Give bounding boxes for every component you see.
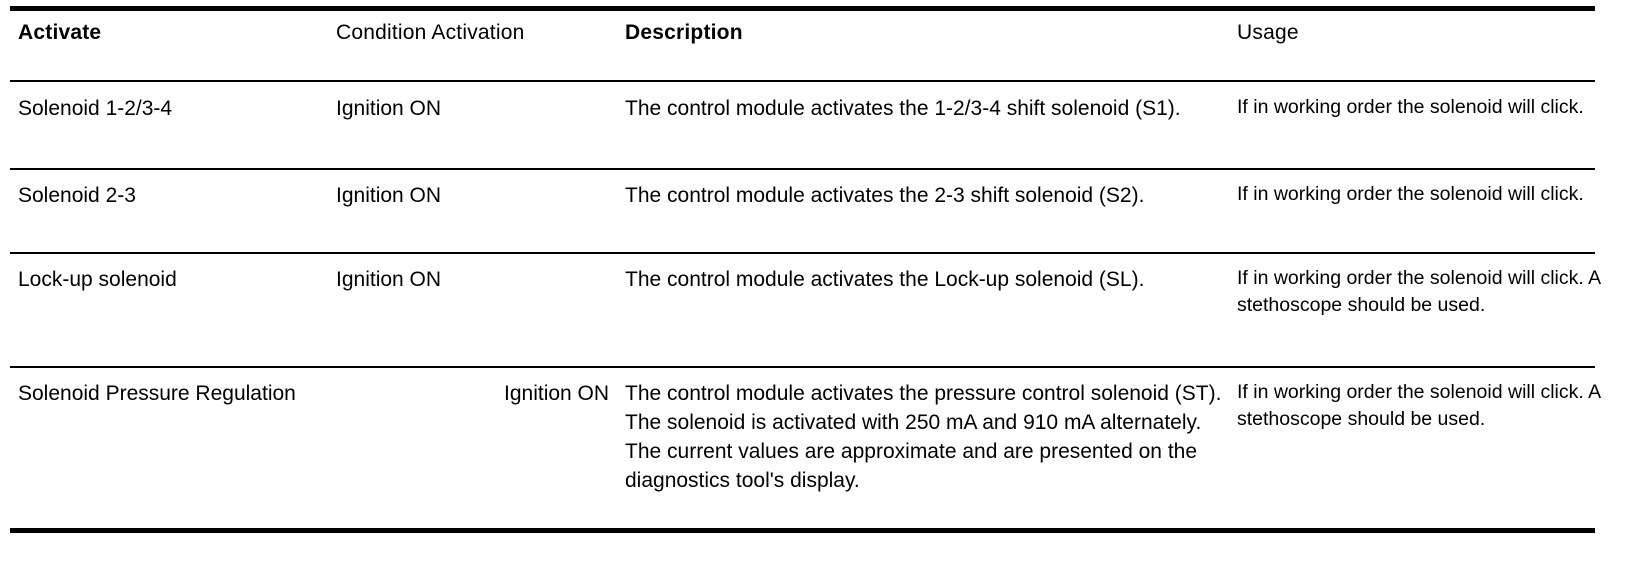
cell-activate: Solenoid 1-2/3-4 — [18, 97, 173, 120]
cell-activate: Lock-up solenoid — [18, 268, 177, 291]
row-separator-3 — [10, 366, 1595, 368]
cell-activate: Solenoid Pressure Regulation — [18, 382, 296, 405]
cell-condition-activation: Ignition ON — [336, 97, 442, 120]
column-header-condition-activation: Condition Activation — [336, 21, 525, 44]
cell-description: The control module activates the Lock-up… — [625, 268, 1145, 291]
cell-usage: If in working order the solenoid will cl… — [1237, 267, 1601, 316]
row-separator-2 — [10, 252, 1595, 254]
column-header-activate: Activate — [18, 21, 102, 44]
table-bottom-border — [10, 528, 1595, 533]
cell-description: The control module activates the 2-3 shi… — [625, 184, 1145, 207]
row-separator-1 — [10, 168, 1595, 170]
cell-description: The control module activates the pressur… — [625, 382, 1222, 492]
cell-usage: If in working order the solenoid will cl… — [1237, 381, 1601, 430]
cell-usage: If in working order the solenoid will cl… — [1237, 183, 1584, 205]
cell-activate: Solenoid 2-3 — [18, 184, 136, 207]
cell-condition-activation: Ignition ON — [336, 184, 442, 207]
table-top-border — [10, 6, 1595, 11]
row-separator-header — [10, 80, 1595, 82]
column-header-description: Description — [625, 21, 743, 44]
cell-usage: If in working order the solenoid will cl… — [1237, 96, 1584, 118]
column-header-usage: Usage — [1237, 21, 1299, 44]
cell-condition-activation: Ignition ON — [336, 268, 442, 291]
cell-condition-activation: Ignition ON — [504, 382, 610, 405]
cell-description: The control module activates the 1-2/3-4… — [625, 97, 1181, 120]
